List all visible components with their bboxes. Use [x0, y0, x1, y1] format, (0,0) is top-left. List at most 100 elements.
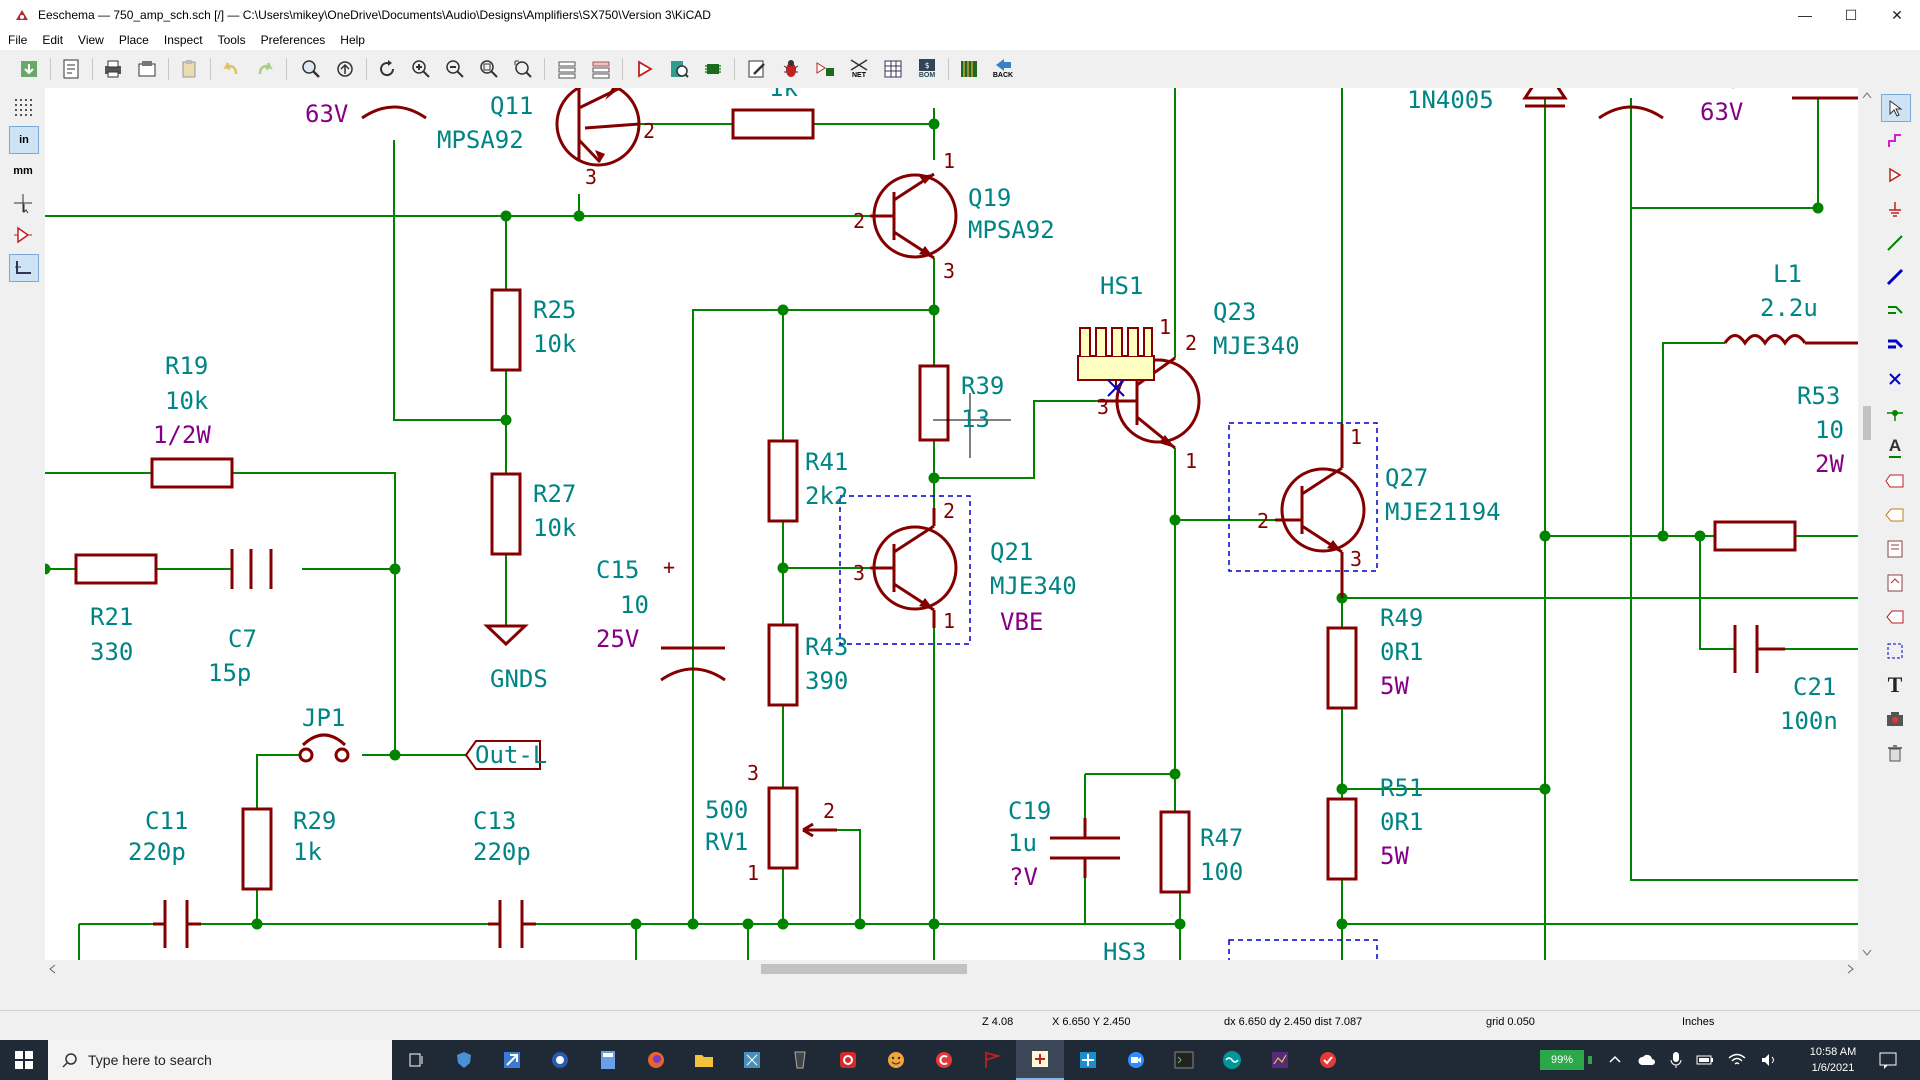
- add-sheet-icon[interactable]: [1881, 536, 1909, 562]
- no-connect-icon[interactable]: [1881, 366, 1909, 392]
- minimize-button[interactable]: —: [1798, 7, 1812, 23]
- menu-inspect[interactable]: Inspect: [163, 33, 203, 47]
- menu-place[interactable]: Place: [118, 33, 149, 47]
- plot-icon[interactable]: [134, 56, 160, 82]
- volume-icon[interactable]: [1760, 1053, 1778, 1067]
- taskbar-clock[interactable]: 10:58 AM 1/6/2021: [1800, 1044, 1866, 1076]
- taskbar-app-shield-icon[interactable]: [440, 1040, 488, 1080]
- units-mm-button[interactable]: mm: [9, 158, 37, 184]
- annotate-icon[interactable]: [744, 56, 770, 82]
- menu-edit[interactable]: Edit: [42, 33, 64, 47]
- taskbar-app-glass-icon[interactable]: [776, 1040, 824, 1080]
- taskbar-app-zoom-icon[interactable]: [1112, 1040, 1160, 1080]
- hierarchy-navigator-icon[interactable]: [554, 56, 580, 82]
- units-inches-button[interactable]: in: [9, 126, 39, 154]
- taskbar-app-calculator-icon[interactable]: [584, 1040, 632, 1080]
- add-symbol-icon[interactable]: [1881, 162, 1909, 188]
- taskbar-app-terminal-icon[interactable]: [1160, 1040, 1208, 1080]
- menu-file[interactable]: File: [8, 33, 28, 47]
- print-icon[interactable]: [100, 56, 126, 82]
- symbol-library-browser-icon[interactable]: [666, 56, 692, 82]
- taskbar-search-box[interactable]: Type here to search: [48, 1040, 392, 1080]
- taskbar-app-q-icon[interactable]: [824, 1040, 872, 1080]
- taskbar-app-onepassword-icon[interactable]: [536, 1040, 584, 1080]
- paste-icon[interactable]: [176, 56, 202, 82]
- task-view-icon[interactable]: [392, 1040, 440, 1080]
- zoom-fit-icon[interactable]: [476, 56, 502, 82]
- add-power-icon[interactable]: [1881, 196, 1909, 222]
- taskbar-app-explorer-icon[interactable]: [680, 1040, 728, 1080]
- find-replace-icon[interactable]: [332, 56, 358, 82]
- cursor-crosshair: [933, 393, 1011, 458]
- delete-tool-icon[interactable]: [1881, 740, 1909, 766]
- add-text-icon[interactable]: T: [1881, 672, 1909, 698]
- menu-tools[interactable]: Tools: [217, 33, 246, 47]
- refresh-icon[interactable]: [374, 56, 400, 82]
- cursor-shape-icon[interactable]: [9, 190, 37, 216]
- add-wire-icon[interactable]: [1881, 230, 1909, 256]
- zoom-in-icon[interactable]: [408, 56, 434, 82]
- taskbar-app-ccleaner-icon[interactable]: [920, 1040, 968, 1080]
- onedrive-cloud-icon[interactable]: [1638, 1053, 1656, 1067]
- find-icon[interactable]: [298, 56, 324, 82]
- microphone-icon[interactable]: [1670, 1051, 1682, 1069]
- add-hierarchical-label-icon[interactable]: [1881, 502, 1909, 528]
- taskbar-app-eeschema-icon[interactable]: [1016, 1040, 1064, 1080]
- add-bus-icon[interactable]: [1881, 264, 1909, 290]
- bus-to-bus-entry-icon[interactable]: [1881, 332, 1909, 358]
- schematic-canvas[interactable]: Q11 Q19 R25 R27 R19 R21 C7 JP1 C11 R29 C…: [45, 88, 1858, 960]
- grid-toggle-icon[interactable]: [9, 94, 37, 120]
- taskbar-app-network-icon[interactable]: [1064, 1040, 1112, 1080]
- taskbar-app-arduino-icon[interactable]: [1208, 1040, 1256, 1080]
- notifications-icon[interactable]: [1876, 1048, 1906, 1072]
- highlight-net-icon[interactable]: [1881, 128, 1909, 154]
- start-button[interactable]: [0, 1040, 48, 1080]
- maximize-button[interactable]: ☐: [1844, 6, 1858, 23]
- add-label-icon[interactable]: A: [1881, 434, 1909, 460]
- add-sheet-pin-icon[interactable]: [1881, 604, 1909, 630]
- bom-icon[interactable]: $BOM: [914, 56, 940, 82]
- page-settings-icon[interactable]: [58, 56, 84, 82]
- taskbar-app-arrow-icon[interactable]: [488, 1040, 536, 1080]
- menu-help[interactable]: Help: [340, 33, 365, 47]
- wire-to-bus-entry-icon[interactable]: [1881, 298, 1909, 324]
- vertical-scrollbar[interactable]: [1858, 88, 1876, 960]
- taskbar-app-smiley-icon[interactable]: [872, 1040, 920, 1080]
- taskbar-app-rew-icon[interactable]: [1256, 1040, 1304, 1080]
- symbol-editor-icon[interactable]: [632, 56, 658, 82]
- battery-icon[interactable]: [1696, 1054, 1714, 1066]
- symbol-fields-table-icon[interactable]: [880, 56, 906, 82]
- taskbar-app-firefox-icon[interactable]: [632, 1040, 680, 1080]
- orthogonal-lines-icon[interactable]: [9, 254, 39, 282]
- redo-icon[interactable]: [252, 56, 278, 82]
- add-global-label-icon[interactable]: [1881, 468, 1909, 494]
- select-tool-icon[interactable]: [1881, 94, 1911, 122]
- chevron-up-icon[interactable]: [1608, 1053, 1622, 1067]
- hidden-pins-icon[interactable]: [9, 222, 37, 248]
- taskbar-app-flag-icon[interactable]: [968, 1040, 1016, 1080]
- battery-widget[interactable]: 99%: [1540, 1050, 1584, 1070]
- assign-footprints-icon[interactable]: [812, 56, 838, 82]
- import-sheet-pin-icon[interactable]: [1881, 570, 1909, 596]
- save-icon[interactable]: [16, 56, 42, 82]
- zoom-selection-icon[interactable]: [510, 56, 536, 82]
- add-graphic-line-icon[interactable]: [1881, 638, 1909, 664]
- undo-icon[interactable]: [218, 56, 244, 82]
- taskbar-app-kicad-icon[interactable]: [728, 1040, 776, 1080]
- menu-preferences[interactable]: Preferences: [260, 33, 326, 47]
- q23-pin2: 2: [1185, 331, 1197, 355]
- menu-view[interactable]: View: [78, 33, 104, 47]
- zoom-out-icon[interactable]: [442, 56, 468, 82]
- netlist-icon[interactable]: NET: [846, 56, 872, 82]
- add-junction-icon[interactable]: [1881, 400, 1909, 426]
- footprint-editor-icon[interactable]: [700, 56, 726, 82]
- taskbar-app-todo-icon[interactable]: [1304, 1040, 1352, 1080]
- add-image-icon[interactable]: [1881, 706, 1909, 732]
- close-button[interactable]: ✕: [1891, 6, 1903, 23]
- erc-bug-icon[interactable]: [778, 56, 804, 82]
- pcbnew-icon[interactable]: [956, 56, 982, 82]
- wifi-icon[interactable]: [1728, 1053, 1746, 1067]
- back-annotate-icon[interactable]: BACK: [990, 56, 1016, 82]
- leave-sheet-icon[interactable]: [588, 56, 614, 82]
- horizontal-scrollbar[interactable]: [45, 960, 1858, 978]
